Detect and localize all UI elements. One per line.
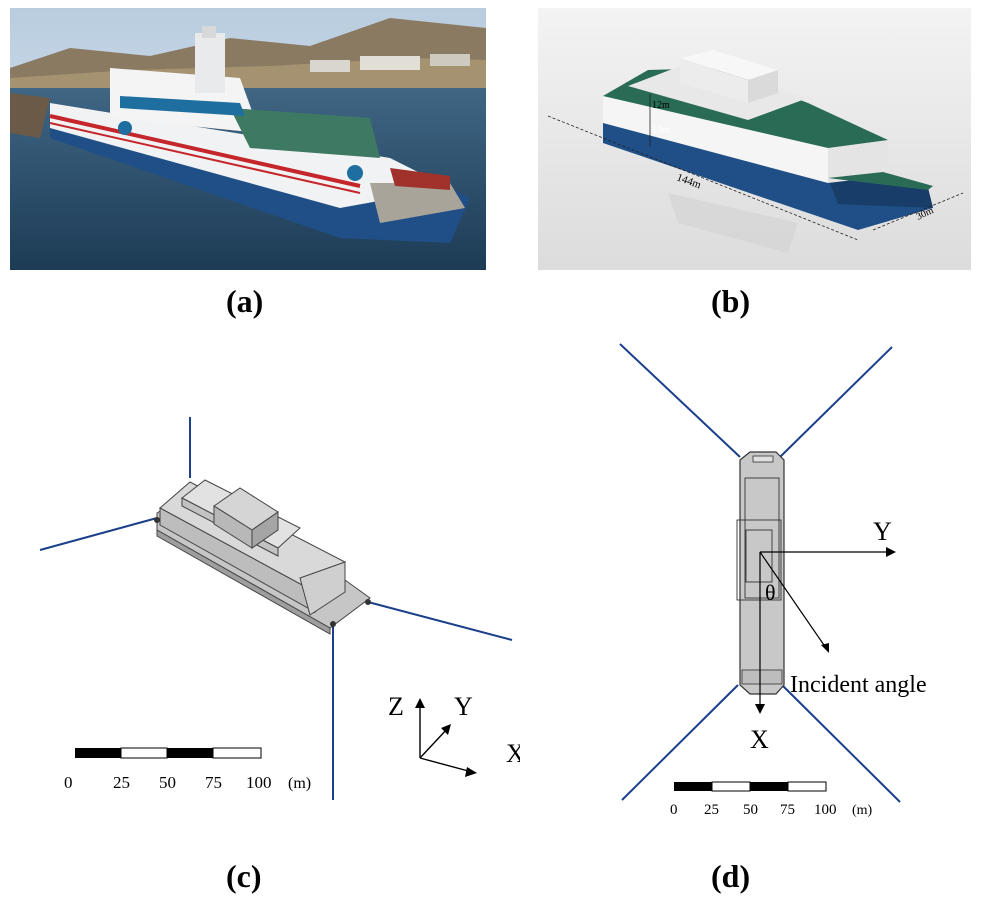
dim-height-upper: 12m <box>652 100 670 111</box>
scale-tick-c-100: 100 <box>246 773 272 792</box>
scale-bar-c: 0 25 50 75 100 (m) <box>64 747 311 792</box>
scale-unit-d: (m) <box>852 803 873 818</box>
mooring-line-se <box>781 684 901 803</box>
dim-height-lower: 10m <box>652 125 670 136</box>
ship-photo-illustration <box>10 8 486 270</box>
scale-tick-d-100: 100 <box>814 802 837 818</box>
scale-tick-c-25: 25 <box>113 773 130 792</box>
axis-label-x-d: X <box>750 725 769 754</box>
axes-triad: Z Y X <box>388 692 525 777</box>
scale-bar-d: 0 25 50 75 100 (m) <box>670 781 873 818</box>
mooring-isometric-view: 0 25 50 75 100 (m) Z Y X <box>39 417 525 800</box>
scale-tick-d-75: 75 <box>780 802 795 818</box>
scale-tick-c-50: 50 <box>159 773 176 792</box>
scale-tick-d-50: 50 <box>743 802 758 818</box>
scale-unit-c: (m) <box>288 775 311 792</box>
scale-tick-c-0: 0 <box>64 773 73 792</box>
scale-tick-c-75: 75 <box>205 773 222 792</box>
axis-label-y: Y <box>454 692 473 721</box>
mooring-plan-view: Y X θ Incident angle 0 25 50 75 100 (m) <box>619 343 927 818</box>
caption-b: (b) <box>711 283 751 319</box>
mooring-line-3 <box>367 601 513 641</box>
scale-tick-d-0: 0 <box>670 802 678 818</box>
axis-label-z: Z <box>388 692 404 721</box>
caption-a: (a) <box>226 283 264 319</box>
mooring-line-2 <box>39 517 158 551</box>
mooring-line-sw <box>621 684 739 801</box>
mooring-line-ne <box>779 346 893 458</box>
panel-c-mooring-3d: 0 25 50 75 100 (m) Z Y X <box>0 330 525 830</box>
barge-3d-model: 12m 10m 144m 30m <box>538 8 971 270</box>
axis-label-y-d: Y <box>873 517 892 546</box>
panel-d-plan-view: Y X θ Incident angle 0 25 50 75 100 (m) <box>600 330 982 830</box>
scale-tick-d-25: 25 <box>704 802 719 818</box>
caption-c: (c) <box>226 858 262 894</box>
panel-a-photo <box>10 8 486 270</box>
incident-angle-label: Incident angle <box>790 672 927 698</box>
mooring-line-nw <box>619 343 741 458</box>
theta-symbol: θ <box>765 580 776 605</box>
axis-label-x: X <box>506 739 520 768</box>
panel-b-model: 12m 10m 144m 30m <box>538 8 971 270</box>
hull-outline <box>739 451 785 695</box>
caption-d: (d) <box>711 858 751 894</box>
